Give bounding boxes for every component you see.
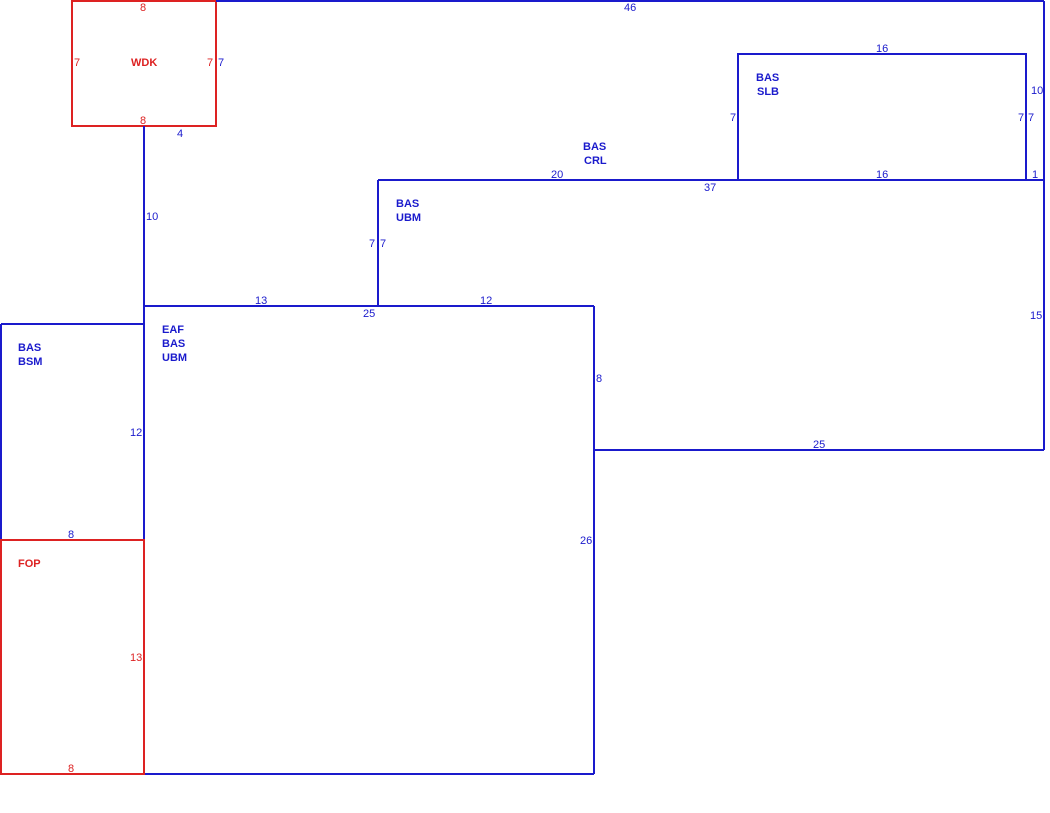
eaf-label-line1: EAF [162,324,184,336]
wdk-label: WDK [131,57,157,69]
bas-slb-dim-right: 7 [1018,112,1024,124]
wdk-dim-right-outer: 7 [218,57,224,69]
outline-dim-right-tick: 1 [1032,169,1038,181]
eaf-dim-right: 26 [580,535,592,547]
fop-room-outline [0,539,145,775]
bas-bsm-dim-right: 12 [130,427,142,439]
bas-slb-dim-top: 16 [876,43,888,55]
bas-slb-dim-left: 7 [730,112,736,124]
bas-bsm-label-line1: BAS [18,342,41,354]
bas-ubm-dim-drop: 8 [596,373,602,385]
bas-ubm-dim-left-outer: 7 [369,238,375,250]
bas-crl-dim-left-span: 20 [551,169,563,181]
bas-ubm-dim-bottom: 25 [813,439,825,451]
outline-dim-stair: 4 [177,128,183,140]
fop-label: FOP [18,558,41,570]
outline-dim-left-drop: 10 [146,211,158,223]
eaf-dim-top-mid: 25 [363,308,375,320]
bas-crl-dim-span: 37 [704,182,716,194]
fop-dim-bottom: 8 [68,763,74,775]
eaf-label-line2: BAS [162,338,185,350]
bas-slb-dim-outer-right: 7 [1028,112,1034,124]
bas-bsm-label-line2: BSM [18,356,42,368]
bas-crl-label-line2: CRL [584,155,607,167]
bas-slb-outline [737,53,1027,181]
eaf-dim-top-right: 12 [480,295,492,307]
bas-ubm-dim-left-inner: 7 [380,238,386,250]
eaf-label-line3: UBM [162,352,187,364]
outline-dim-top: 46 [624,2,636,14]
fop-dim-right: 13 [130,652,142,664]
wdk-dim-bottom: 8 [140,115,146,127]
bas-ubm-label-line1: BAS [396,198,419,210]
outline-dim-right-upper: 10 [1031,85,1043,97]
wdk-dim-right: 7 [207,57,213,69]
bas-slb-dim-bottom: 16 [876,169,888,181]
wdk-dim-top: 8 [140,2,146,14]
bas-bsm-dim-bottom: 8 [68,529,74,541]
bas-slb-label-line2: SLB [757,86,779,98]
wdk-dim-left: 7 [74,57,80,69]
bas-crl-label-line1: BAS [583,141,606,153]
bas-slb-label-line1: BAS [756,72,779,84]
bas-ubm-dim-right: 15 [1030,310,1042,322]
bas-ubm-label-line2: UBM [396,212,421,224]
eaf-dim-top-left: 13 [255,295,267,307]
